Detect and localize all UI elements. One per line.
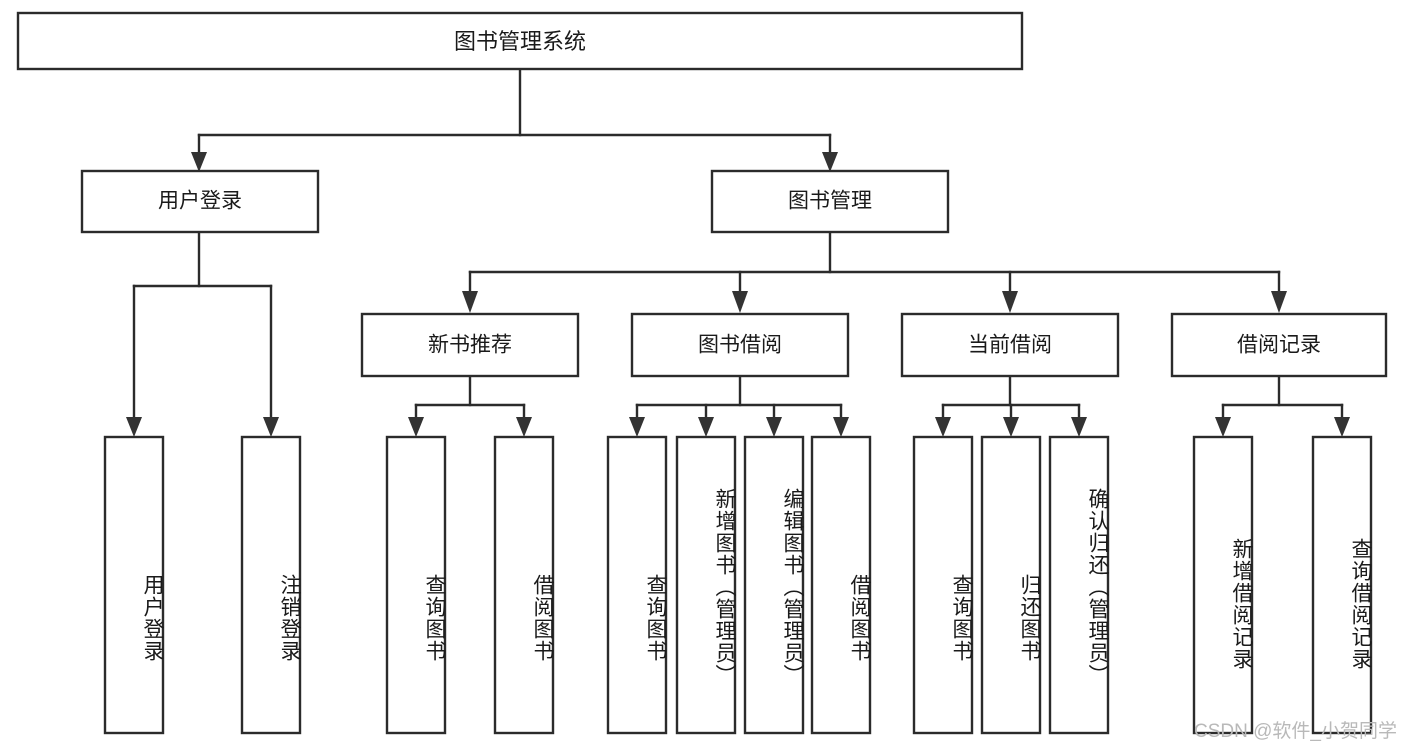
node-new-book-recommend-label: 新书推荐 [428, 334, 512, 357]
arrow-head-leaf-user-login-1 [126, 417, 142, 437]
node-book-manage-box[interactable] [710, 169, 950, 234]
node-new-book-recommend-box[interactable] [360, 312, 580, 378]
arrow-head-leaf-book-borrow-3 [766, 417, 782, 437]
node-borrow-record[interactable]: 借阅记录 [1170, 312, 1388, 378]
leaf-box-user-login-2[interactable] [240, 435, 302, 735]
connector-group-book-borrow [629, 374, 849, 437]
node-current-borrow[interactable]: 当前借阅 [900, 312, 1120, 378]
node-current-borrow-label: 当前借阅 [968, 334, 1052, 357]
node-book-borrow-box[interactable] [630, 312, 850, 378]
connector-group-root [191, 67, 838, 172]
arrow-head-leaf-borrow-record-1 [1215, 417, 1231, 437]
connector-group-current-borrow [935, 374, 1087, 437]
leaf-box-current-borrow-1[interactable] [912, 435, 974, 735]
arrow-head-leaf-user-login-2 [263, 417, 279, 437]
arrow-head-new-book [462, 291, 478, 313]
node-current-borrow-box[interactable] [900, 312, 1120, 378]
arrow-head-leaf-current-borrow-1 [935, 417, 951, 437]
node-new-book-recommend[interactable]: 新书推荐 [360, 312, 580, 378]
arrow-head-leaf-current-borrow-2 [1003, 417, 1019, 437]
node-root-system-label: 图书管理系统 [454, 29, 586, 54]
node-user-login[interactable]: 用户登录 [80, 169, 320, 234]
node-borrow-record-label: 借阅记录 [1237, 334, 1321, 357]
leaf-box-current-borrow-3[interactable] [1048, 435, 1110, 735]
connector-group-borrow-record [1215, 374, 1350, 437]
leaf-box-book-borrow-2[interactable] [675, 435, 737, 735]
node-book-manage-label: 图书管理 [788, 190, 872, 213]
arrow-head-leaf-borrow-record-2 [1334, 417, 1350, 437]
arrow-head-leaf-book-borrow-1 [629, 417, 645, 437]
leaf-box-user-login-1[interactable] [103, 435, 165, 735]
leaf-box-new-book-2[interactable] [493, 435, 555, 735]
leaf-box-current-borrow-2[interactable] [980, 435, 1042, 735]
leaf-box-new-book-1[interactable] [385, 435, 447, 735]
arrow-head-borrow-record [1271, 291, 1287, 313]
node-book-manage[interactable]: 图书管理 [710, 169, 950, 234]
node-root-system[interactable]: 图书管理系统 [16, 11, 1024, 71]
connector-group-new-book [408, 374, 532, 437]
arrow-head-current-borrow [1002, 291, 1018, 313]
connector-group-book-manage [462, 230, 1287, 313]
arrow-head-leaf-new-book-2 [516, 417, 532, 437]
arrow-head-user-login [191, 152, 207, 172]
leaf-box-book-borrow-4[interactable] [810, 435, 872, 735]
arrow-head-book-borrow [732, 291, 748, 313]
node-user-login-box[interactable] [80, 169, 320, 234]
node-book-borrow-label: 图书借阅 [698, 334, 782, 357]
leaf-box-book-borrow-1[interactable] [606, 435, 668, 735]
node-user-login-label: 用户登录 [158, 190, 242, 213]
arrow-head-book-manage [822, 152, 838, 172]
arrow-head-leaf-current-borrow-3 [1071, 417, 1087, 437]
arrow-head-leaf-new-book-1 [408, 417, 424, 437]
node-root-system-box[interactable] [16, 11, 1024, 71]
leaf-box-book-borrow-3[interactable] [743, 435, 805, 735]
connector-group-user-login [126, 230, 279, 437]
node-book-borrow[interactable]: 图书借阅 [630, 312, 850, 378]
node-borrow-record-box[interactable] [1170, 312, 1388, 378]
arrow-head-leaf-book-borrow-2 [698, 417, 714, 437]
arrow-head-leaf-book-borrow-4 [833, 417, 849, 437]
leaf-box-borrow-record-2[interactable] [1311, 435, 1373, 735]
leaf-box-borrow-record-1[interactable] [1192, 435, 1254, 735]
